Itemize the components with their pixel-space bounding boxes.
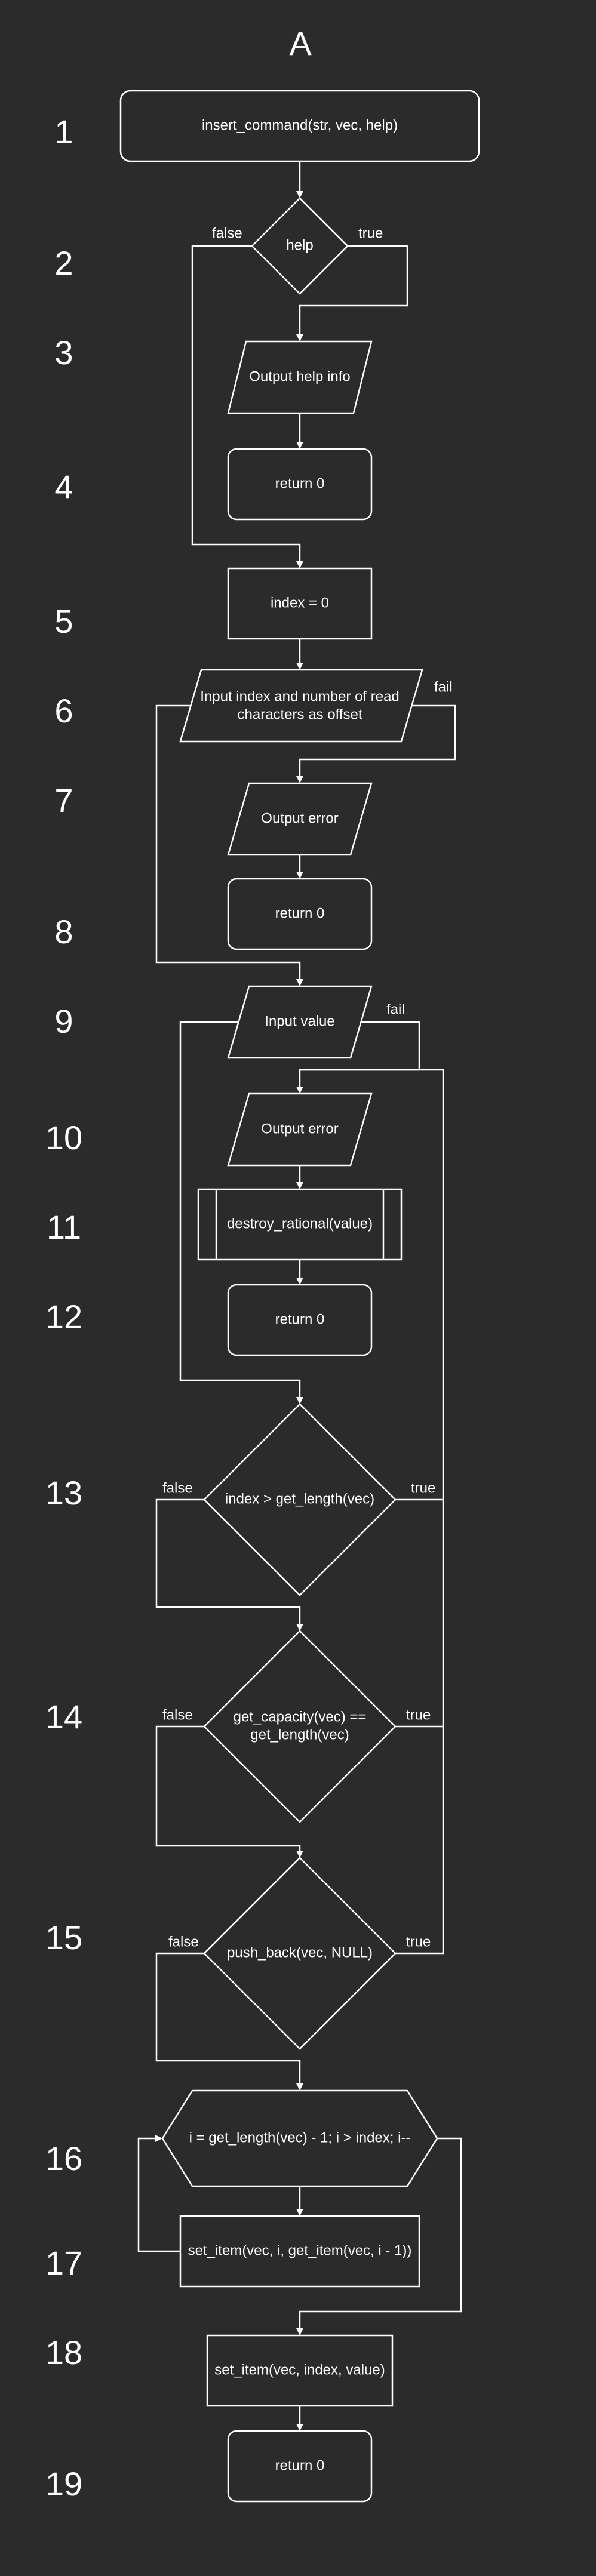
row-number-10: 10: [45, 1119, 82, 1156]
help-decision: [251, 197, 349, 295]
edge-label-cond-index-true: true: [411, 1480, 435, 1496]
arrowhead: [296, 442, 303, 449]
edge-label-cond-capacity-false: false: [162, 1707, 193, 1723]
arrowhead: [296, 1087, 303, 1094]
set-item-final-label: set_item(vec, index, value): [214, 2362, 385, 2378]
edge-help-true: [299, 245, 408, 336]
row-number-13: 13: [45, 1474, 82, 1512]
arrowhead: [296, 1851, 303, 1858]
cond-push-decision: [203, 1857, 397, 2050]
row-number-3: 3: [54, 334, 73, 371]
edge-loop-exit: [299, 2137, 462, 2329]
edge-label-cond-index-false: false: [162, 1480, 193, 1496]
connectors: [137, 161, 462, 2431]
edge-input-value-ok: [179, 1021, 301, 1398]
row-number-16: 16: [45, 2140, 82, 2177]
input-value-node: [227, 985, 373, 1059]
arrowhead: [296, 2328, 303, 2335]
cond-capacity-label-1: get_capacity(vec) ==: [234, 1709, 367, 1725]
row-number-12: 12: [45, 1298, 82, 1335]
edge-help-false: [191, 245, 301, 562]
edge-input-value-fail: [299, 1021, 420, 1088]
row-number-15: 15: [45, 1919, 82, 1956]
output-help-node: [227, 340, 373, 414]
row-number-8: 8: [54, 913, 73, 950]
arrowhead: [296, 561, 303, 568]
row-number-9: 9: [54, 1002, 73, 1040]
edge-label-cond-push-true: true: [406, 1934, 431, 1950]
arrowhead: [296, 1182, 303, 1189]
edge-label-help-true: true: [358, 225, 383, 241]
diagram-title: A: [289, 24, 312, 62]
edge-input-index-ok: [155, 704, 301, 980]
return-error-2-label: return 0: [275, 1311, 325, 1327]
arrowhead: [296, 663, 303, 670]
input-value-label: Input value: [265, 1013, 334, 1029]
arrowhead: [296, 2209, 303, 2216]
row-number-18: 18: [45, 2334, 82, 2371]
edge-label-help-false: false: [212, 225, 242, 241]
row-number-5: 5: [54, 602, 73, 640]
row-number-6: 6: [54, 692, 73, 730]
arrowhead: [296, 2424, 303, 2431]
row-number-7: 7: [54, 781, 73, 819]
row-number-11: 11: [47, 1208, 81, 1246]
arrowhead: [296, 1278, 303, 1285]
start-label: insert_command(str, vec, help): [202, 117, 398, 133]
arrowhead: [296, 1624, 303, 1631]
row-number-19: 19: [45, 2465, 82, 2503]
cond-push-label: push_back(vec, NULL): [227, 1944, 373, 1961]
return-help-label: return 0: [275, 475, 325, 491]
row-number-1: 1: [54, 113, 73, 150]
row-numbers: 1 2 3 4 5 6 7 8 9 10 11 12 13 14 15 16 1…: [45, 113, 82, 2503]
edge-label-input-index-fail: fail: [434, 679, 453, 695]
output-error-1-node: [227, 782, 373, 856]
edge-body-loop-back: [137, 2137, 180, 2252]
input-index-node: [179, 669, 423, 743]
row-number-17: 17: [45, 2244, 82, 2282]
arrowhead: [155, 2135, 162, 2142]
set-item-loop-label: set_item(vec, i, get_item(vec, i - 1)): [188, 2242, 412, 2258]
input-index-label-1: Input index and number of read: [200, 688, 400, 704]
help-label: help: [286, 237, 313, 253]
arrowhead: [296, 2083, 303, 2091]
row-number-4: 4: [54, 468, 73, 506]
arrowhead: [296, 979, 303, 986]
edge-cond-push-false: [155, 1952, 301, 2085]
arrowhead: [296, 1397, 303, 1404]
cond-index-label: index > get_length(vec): [225, 1491, 374, 1507]
row-number-2: 2: [54, 244, 73, 282]
edge-cond-capacity-false: [155, 1725, 301, 1852]
destroy-label: destroy_rational(value): [227, 1215, 373, 1232]
arrowhead: [296, 776, 303, 783]
arrowhead: [296, 191, 303, 198]
edge-label-input-value-fail: fail: [386, 1001, 405, 1017]
index-zero-label: index = 0: [271, 595, 329, 611]
output-help-label: Output help info: [249, 368, 350, 384]
arrowhead: [296, 334, 303, 341]
output-error-2-label: Output error: [261, 1121, 338, 1137]
loop-label: i = get_length(vec) - 1; i > index; i--: [189, 2129, 411, 2146]
cond-index-decision: [203, 1403, 397, 1596]
edge-label-cond-push-false: false: [168, 1934, 199, 1950]
cond-capacity-decision: [203, 1630, 397, 1823]
return-final-label: return 0: [275, 2457, 325, 2473]
output-error-1-label: Output error: [261, 810, 338, 826]
input-index-label-2: characters as offset: [238, 706, 362, 722]
edge-label-cond-capacity-true: true: [406, 1707, 431, 1723]
edge-cond-index-false: [155, 1498, 301, 1625]
edge-input-index-fail: [299, 704, 456, 777]
row-number-14: 14: [45, 1698, 82, 1735]
output-error-2-node: [227, 1092, 373, 1167]
arrowhead: [296, 872, 303, 879]
edge-true-collector: [300, 1069, 444, 1955]
return-error-1-label: return 0: [275, 905, 325, 921]
cond-capacity-label-2: get_length(vec): [250, 1726, 349, 1743]
